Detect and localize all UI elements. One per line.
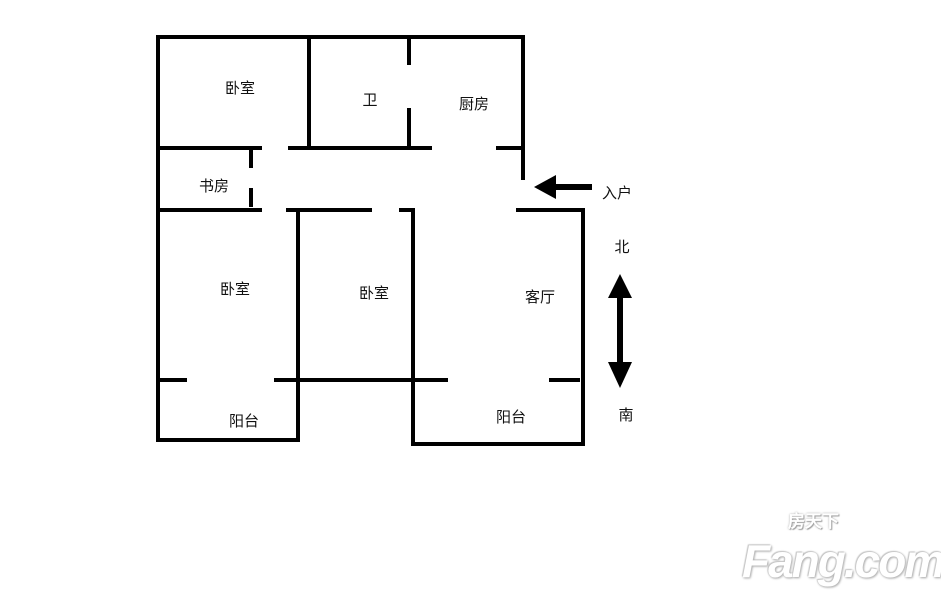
room-label-living-room: 客厅 bbox=[524, 288, 556, 306]
watermark-brand: Fang.com bbox=[742, 535, 941, 587]
entrance-arrow-icon bbox=[534, 175, 592, 199]
room-label-bedroom: 卧室 bbox=[224, 79, 256, 97]
room-label-study: 书房 bbox=[198, 177, 230, 195]
room-label-bathroom: 卫 bbox=[362, 91, 378, 109]
north-label: 北 bbox=[614, 238, 630, 256]
room-label-balcony: 阳台 bbox=[495, 408, 527, 426]
north-south-arrow-icon bbox=[608, 274, 632, 388]
room-label-balcony: 阳台 bbox=[228, 412, 260, 430]
watermark-chinese: 房天下 bbox=[788, 512, 839, 532]
room-label-bedroom: 卧室 bbox=[219, 280, 251, 298]
entrance-label: 入户 bbox=[601, 184, 633, 202]
watermark-logo: 房天下 Fang.com bbox=[742, 512, 941, 596]
room-label-kitchen: 厨房 bbox=[458, 95, 490, 113]
south-label: 南 bbox=[618, 406, 634, 424]
room-label-bedroom: 卧室 bbox=[358, 284, 390, 302]
